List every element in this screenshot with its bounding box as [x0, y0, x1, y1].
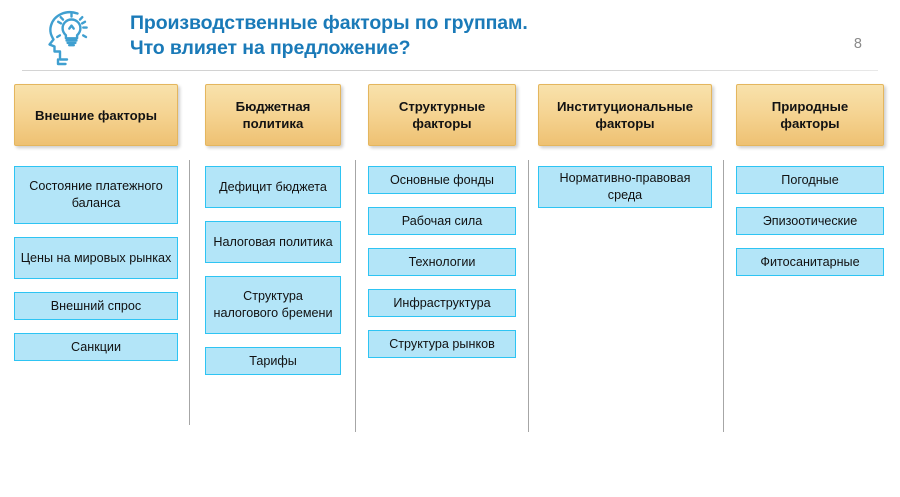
column-items-natural-factors: Погодные Эпизоотические Фитосанитарные [736, 166, 884, 276]
list-item[interactable]: Налоговая политика [205, 221, 341, 263]
column-external-factors: Внешние факторы Состояние платежного бал… [14, 84, 178, 374]
column-divider-3 [528, 160, 529, 432]
head-lightbulb-idea-icon [36, 6, 98, 68]
list-item[interactable]: Технологии [368, 248, 516, 276]
factor-columns-board: Внешние факторы Состояние платежного бал… [0, 84, 900, 497]
column-structural-factors: Структурные факторы Основные фонды Рабоч… [368, 84, 516, 371]
list-item[interactable]: Нормативно-правовая среда [538, 166, 712, 208]
list-item[interactable]: Рабочая сила [368, 207, 516, 235]
list-item[interactable]: Санкции [14, 333, 178, 361]
column-institutional-factors: Институциональные факторы Нормативно-пра… [538, 84, 712, 221]
list-item[interactable]: Инфраструктура [368, 289, 516, 317]
list-item[interactable]: Состояние платежного баланса [14, 166, 178, 224]
list-item[interactable]: Структура рынков [368, 330, 516, 358]
column-items-external-factors: Состояние платежного баланса Цены на мир… [14, 166, 178, 361]
column-divider-2 [355, 160, 356, 432]
column-header-budget-policy[interactable]: Бюджетная политика [205, 84, 341, 146]
column-header-institutional-factors[interactable]: Институциональные факторы [538, 84, 712, 146]
list-item[interactable]: Внешний спрос [14, 292, 178, 320]
list-item[interactable]: Погодные [736, 166, 884, 194]
list-item[interactable]: Основные фонды [368, 166, 516, 194]
column-header-external-factors[interactable]: Внешние факторы [14, 84, 178, 146]
column-divider-1 [189, 160, 190, 425]
slide-header: Производственные факторы по группам. Что… [0, 0, 900, 74]
page-number: 8 [853, 36, 862, 52]
list-item[interactable]: Цены на мировых рынках [14, 237, 178, 279]
column-items-structural-factors: Основные фонды Рабочая сила Технологии И… [368, 166, 516, 358]
header-divider-rule [22, 70, 878, 71]
list-item[interactable]: Фитосанитарные [736, 248, 884, 276]
column-items-institutional-factors: Нормативно-правовая среда [538, 166, 712, 208]
column-items-budget-policy: Дефицит бюджета Налоговая политика Струк… [205, 166, 341, 375]
column-budget-policy: Бюджетная политика Дефицит бюджета Налог… [205, 84, 341, 388]
column-divider-4 [723, 160, 724, 432]
list-item[interactable]: Тарифы [205, 347, 341, 375]
list-item[interactable]: Дефицит бюджета [205, 166, 341, 208]
list-item[interactable]: Структура налогового бремени [205, 276, 341, 334]
list-item[interactable]: Эпизоотические [736, 207, 884, 235]
page-title-line-1: Производственные факторы по группам. [130, 12, 528, 34]
page-title-line-2: Что влияет на предложение? [130, 37, 411, 59]
column-header-structural-factors[interactable]: Структурные факторы [368, 84, 516, 146]
column-natural-factors: Природные факторы Погодные Эпизоотически… [736, 84, 884, 289]
page-title: Производственные факторы по группам. Что… [130, 11, 770, 61]
column-header-natural-factors[interactable]: Природные факторы [736, 84, 884, 146]
